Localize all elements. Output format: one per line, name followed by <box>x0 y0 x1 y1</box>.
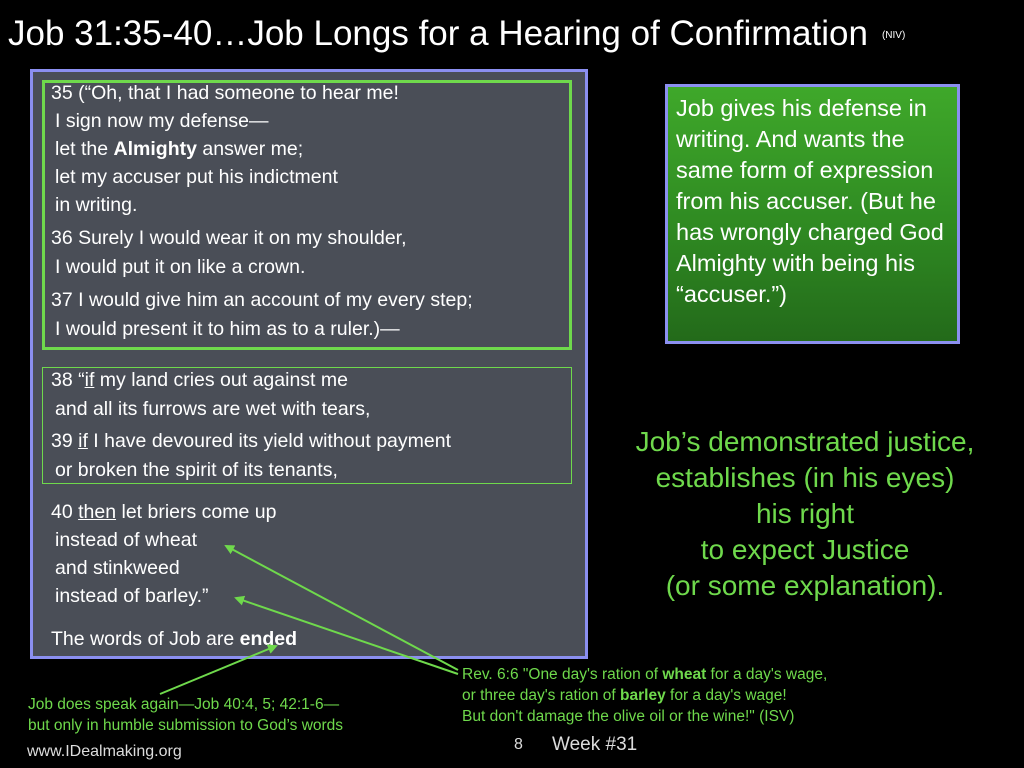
verse-38-line-1: 38 “if my land cries out against me <box>51 369 348 391</box>
rev-line-3: But don't damage the olive oil or the wi… <box>462 708 795 725</box>
verses-38-39-box <box>42 367 572 484</box>
scripture-panel: 35 (“Oh, that I had someone to hear me! … <box>30 69 588 659</box>
justice-line-1: Job’s demonstrated justice, <box>635 426 975 457</box>
verse-36-line-1: 36 Surely I would wear it on my shoulder… <box>51 227 407 249</box>
justice-line-3: his right <box>755 498 855 529</box>
verse-35-line-1: 35 (“Oh, that I had someone to hear me! <box>51 82 399 104</box>
job-speaks-line-1: Job does speak again—Job 40:4, 5; 42:1-6… <box>28 696 340 713</box>
justice-line-2: establishes (in his eyes) <box>655 462 955 493</box>
job-speaks-line-2: but only in humble submission to God’s w… <box>28 717 344 734</box>
verse-35-line-4: let my accuser put his indictment <box>55 166 338 188</box>
rev-6-6-note: Rev. 6:6 "One day's ration of wheat for … <box>462 664 827 727</box>
slide-title: Job 31:35-40…Job Longs for a Hearing of … <box>8 14 905 56</box>
website-url: www.IDealmaking.org <box>27 743 182 760</box>
verse-40-line-1: 40 then let briers come up <box>51 501 277 523</box>
almighty-bold: Almighty <box>113 138 197 160</box>
verse-39-line-1: 39 if I have devoured its yield without … <box>51 430 451 452</box>
version-tag: (NIV) <box>881 29 906 41</box>
verse-40-line-3: and stinkweed <box>55 557 180 579</box>
justice-line-5: (or some explanation). <box>665 570 945 601</box>
job-speaks-again-note: Job does speak again—Job 40:4, 5; 42:1-6… <box>28 694 343 736</box>
verse-35-line-3: let the Almighty answer me; <box>55 138 304 160</box>
page-number: 8 <box>514 736 523 753</box>
week-label: Week #31 <box>552 734 638 755</box>
verse-39-line-2: or broken the spirit of its tenants, <box>55 459 338 481</box>
words-ended-line: The words of Job are ended <box>51 628 298 650</box>
justice-line-4: to expect Justice <box>700 534 910 565</box>
verse-40-line-4: instead of barley.” <box>55 585 209 607</box>
verse-36-line-2: I would put it on like a crown. <box>55 256 306 278</box>
verse-37-line-1: 37 I would give him an account of my eve… <box>51 289 473 311</box>
verse-35-line-2: I sign now my defense— <box>55 110 269 132</box>
title-text: Job 31:35-40…Job Longs for a Hearing of … <box>8 14 868 53</box>
rev-line-1: Rev. 6:6 "One day's ration of wheat for … <box>462 666 828 683</box>
justice-statement: Job’s demonstrated justice, establishes … <box>610 424 1000 604</box>
verse-38-line-2: and all its furrows are wet with tears, <box>55 398 371 420</box>
rev-line-2: or three day's ration of barley for a da… <box>462 687 787 704</box>
defense-note-box: Job gives his defense in writing. And wa… <box>665 84 960 344</box>
ended-bold: ended <box>239 628 298 650</box>
verses-35-37-box <box>42 80 572 350</box>
verse-35-line-5: in writing. <box>55 194 138 216</box>
verse-40-line-2: instead of wheat <box>55 529 198 551</box>
verse-37-line-2: I would present it to him as to a ruler.… <box>55 318 400 340</box>
